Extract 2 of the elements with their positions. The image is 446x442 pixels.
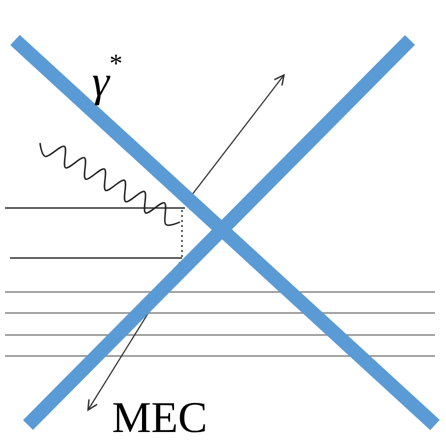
process-label: MEC [112, 396, 208, 440]
particle-label: γ$^{*}$ [92, 50, 123, 104]
